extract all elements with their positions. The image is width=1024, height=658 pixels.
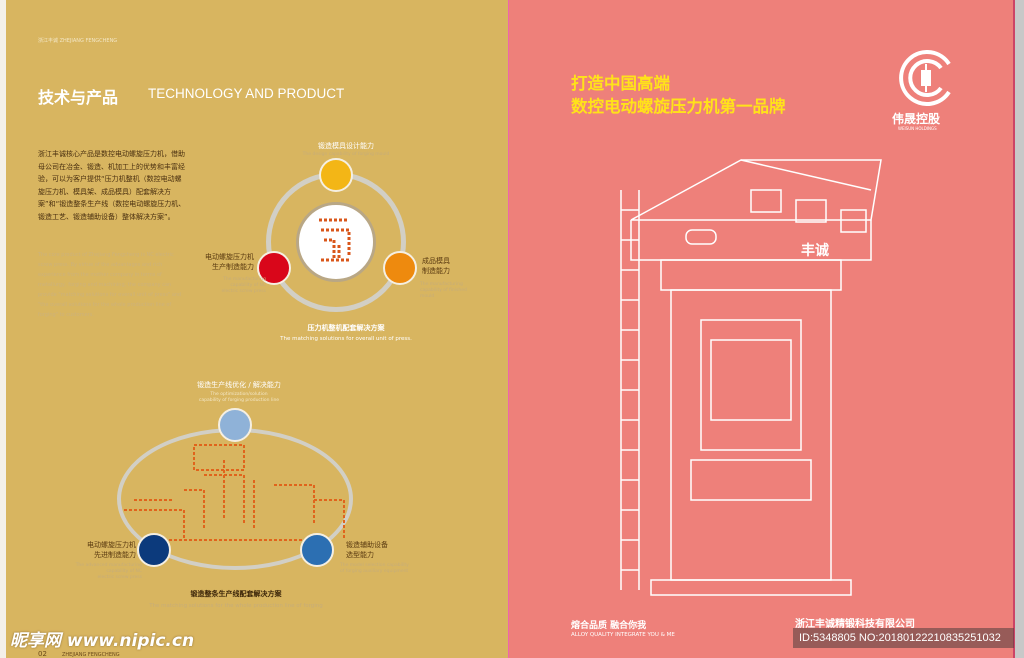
d2-caption-en: The matching solutions for the whole pro… xyxy=(149,603,323,609)
screw-press-drawing: 丰诚 xyxy=(620,159,882,596)
watermark: 昵享网 www.nipic.cn xyxy=(10,631,195,651)
node-design xyxy=(319,158,353,192)
node-mould xyxy=(383,251,417,285)
intro-en: The core product of Zhejiang Fengcheng i… xyxy=(38,252,182,318)
d2-right-label: 锻造辅助设备 选型能力 xyxy=(346,541,388,559)
headline-line-2: 数控电动螺旋压力机第一品牌 xyxy=(571,97,786,116)
intro-cn: 浙江丰诚核心产品是数控电动螺旋压力机，借助母公司在冶金、锻造、机加工上的优势和丰… xyxy=(38,150,186,221)
d2-caption: 锻造整条生产线配套解决方案 xyxy=(190,590,282,598)
node-optimization xyxy=(218,408,252,442)
weisun-logo-icon xyxy=(899,50,951,106)
page-number: 02 xyxy=(38,650,47,658)
press-icon xyxy=(319,218,351,262)
d2-left-sub: The advanced manufacturing capability of… xyxy=(75,563,142,580)
d1-left-sub: The manufacturing capability of NC elect… xyxy=(221,277,266,294)
press-center-image xyxy=(296,202,376,282)
page-footer: ZHEJIANG FENGCHENG xyxy=(62,652,120,658)
title-en: TECHNOLOGY AND PRODUCT xyxy=(148,86,345,101)
machine-plate: 丰诚 xyxy=(801,242,829,259)
page-edge xyxy=(1013,0,1024,658)
d1-caption-en: The matching solutions for overall unit … xyxy=(280,336,412,342)
node-auxiliary xyxy=(300,533,334,567)
d2-left-label: 电动螺旋压力机 先进制造能力 xyxy=(87,541,136,559)
headline-line-1: 打造中国高端 xyxy=(571,74,670,93)
left-page: 浙江丰诚 ZHEJIANG FENGCHENG 技术与产品 TECHNOLOGY… xyxy=(0,0,508,658)
d1-caption: 压力机整机配套解决方案 xyxy=(307,324,385,332)
logo-text-cn: 伟晟控股 xyxy=(892,112,941,126)
d1-left-label: 电动螺旋压力机 生产制造能力 xyxy=(205,253,254,271)
slogan-cn: 熔合品质 融合你我 xyxy=(571,621,647,631)
right-page: 打造中国高端 数控电动螺旋压力机第一品牌 伟晟控股 WEISUN HOLDING… xyxy=(508,0,1013,658)
production-line-image xyxy=(124,444,345,541)
company-name: 浙江丰诚精锻科技有限公司 xyxy=(795,619,915,630)
d2-top-sub: The optimization/solution capability of … xyxy=(198,392,280,403)
page-header: 浙江丰诚 ZHEJIANG FENGCHENG xyxy=(38,38,118,44)
node-advanced-press xyxy=(137,533,171,567)
slogan-en: ALLOY QUALITY INTEGRATE YOU & ME xyxy=(571,632,675,638)
title-cn: 技术与产品 xyxy=(38,88,119,107)
d1-right-label: 成品模具 制造能力 xyxy=(422,257,450,275)
node-press xyxy=(257,251,291,285)
d1-right-sub: The manufacturing capability of finished… xyxy=(420,282,467,299)
d1-top-label: 锻造模具设计能力 xyxy=(318,142,374,150)
d2-top-label: 锻造生产线优化 / 解决能力 xyxy=(197,381,281,389)
d1-top-sub: The design capability of forging mould xyxy=(302,152,390,157)
id-overlay: ID:5348805 NO:20180122210835251032 xyxy=(793,628,1014,648)
d2-right-sub: The model selection capability of forgin… xyxy=(340,563,409,574)
logo-text-en: WEISUN HOLDINGS xyxy=(898,126,937,131)
